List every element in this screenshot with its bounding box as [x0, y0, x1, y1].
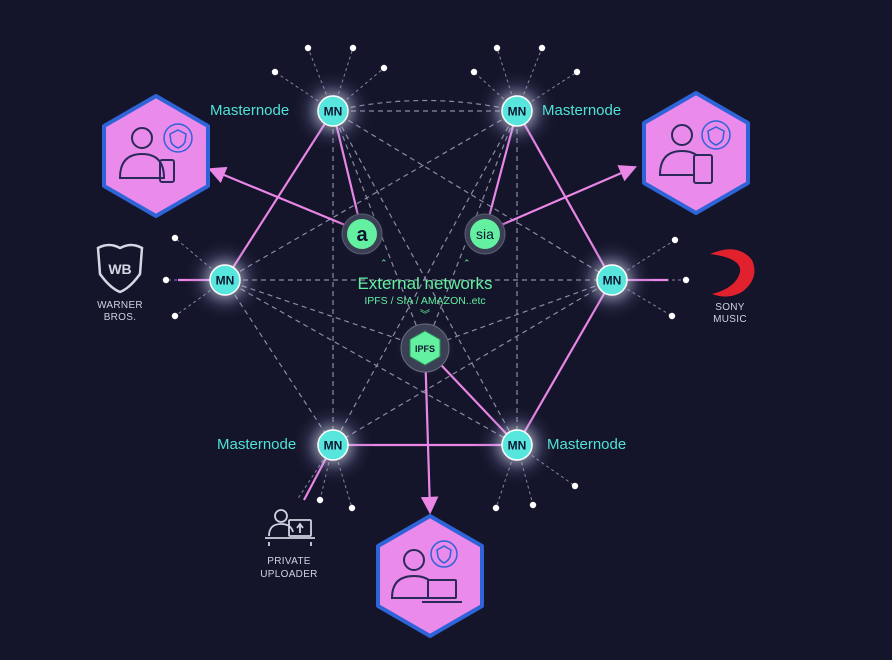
tablet-icon: [693, 154, 713, 184]
sia-node[interactable]: sia ⌃: [457, 206, 513, 268]
masternode-caption-bottom-left: Masternode: [217, 436, 296, 453]
shield-badge-icon: [701, 120, 731, 150]
dashed-link: [224, 279, 518, 446]
masternode-caption-top-left: Masternode: [210, 102, 289, 119]
masternode-top-right[interactable]: MN: [475, 69, 559, 153]
warner-logo-letters: WB: [108, 261, 131, 277]
user-hexagon-top-right[interactable]: [642, 91, 750, 215]
chevron-down-icon: ⌃: [380, 258, 388, 268]
shield-badge-icon: [430, 540, 458, 568]
dashed-link: [424, 279, 613, 349]
external-networks-title: External networks: [357, 274, 492, 293]
user-hexagon-top-left[interactable]: [102, 94, 210, 218]
chevron-down-icon: ⌃: [463, 258, 471, 268]
masternode-caption-top-right: Masternode: [542, 102, 621, 119]
mn-label: MN: [324, 439, 343, 453]
satellite-dots: [162, 44, 690, 512]
masternode-right[interactable]: MN: [570, 238, 654, 322]
private-uploader-line2: UPLOADER: [260, 569, 317, 580]
shield-badge-icon: [163, 123, 193, 153]
private-uploader-icon: [265, 509, 315, 546]
laptop-icon: [422, 579, 462, 603]
double-chevron-down-icon: ︾: [420, 309, 430, 321]
mn-label: MN: [508, 439, 527, 453]
ipfs-label: IPFS: [415, 344, 435, 354]
amazon-letter: a: [356, 224, 368, 246]
user-device-icon: [118, 127, 175, 183]
warner-bros-logo: WB: [96, 243, 144, 294]
mn-label: MN: [216, 274, 235, 288]
mn-label: MN: [508, 105, 527, 119]
sony-music-line2: MUSIC: [713, 314, 747, 325]
masternode-bottom-right[interactable]: MN: [475, 403, 559, 487]
warner-bros-line1: WARNER: [97, 300, 143, 311]
private-uploader-line1: PRIVATE: [267, 556, 310, 567]
dashed-links: [224, 99, 613, 446]
mn-label: MN: [603, 274, 622, 288]
masternode-top-left[interactable]: MN: [291, 69, 375, 153]
sia-label: sia: [476, 226, 494, 242]
dashed-link: [332, 110, 613, 281]
masternode-left[interactable]: MN: [183, 238, 267, 322]
masternode-caption-bottom-right: Masternode: [547, 436, 626, 453]
external-networks-subtitle: IPFS / SIA / AMAZON..etc: [364, 295, 485, 307]
masternode-bottom-left[interactable]: MN: [291, 403, 375, 487]
warner-bros-line2: BROS.: [104, 312, 137, 323]
mn-label: MN: [324, 105, 343, 119]
dashed-link: [224, 110, 518, 281]
dashed-link: [332, 110, 518, 446]
amazon-node[interactable]: a ⌃: [334, 206, 390, 268]
ipfs-node[interactable]: IPFS: [393, 316, 457, 380]
dashed-link: [332, 279, 613, 446]
sony-music-line1: SONY: [715, 302, 745, 313]
user-hexagon-bottom[interactable]: [376, 514, 484, 638]
sony-music-logo: [710, 249, 755, 297]
